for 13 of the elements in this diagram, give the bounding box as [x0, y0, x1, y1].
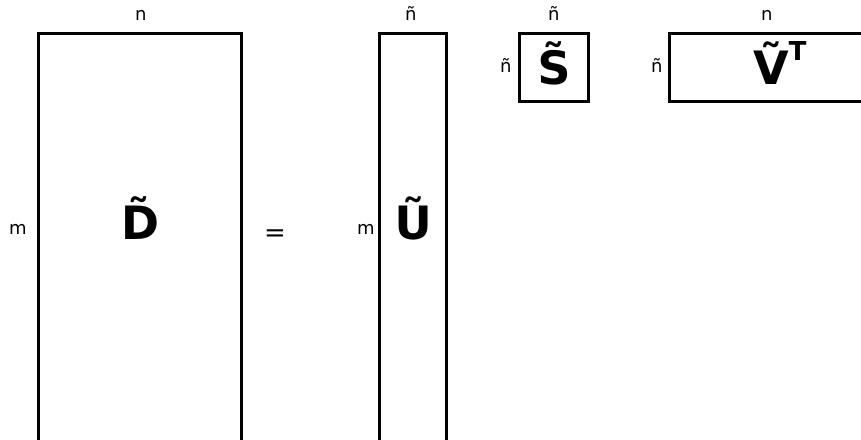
matrix-box — [668, 32, 861, 103]
matrix-box — [37, 32, 243, 440]
dimension-label: m — [357, 220, 375, 238]
matrix-box — [378, 32, 448, 440]
dimension-label: ñ — [405, 6, 416, 24]
matrix-box — [518, 32, 590, 103]
dimension-label: m — [9, 220, 27, 238]
dimension-label: n — [135, 6, 146, 24]
dimension-label: n — [761, 6, 772, 24]
dimension-label: ñ — [500, 58, 512, 76]
dimension-label: ñ — [651, 58, 662, 76]
dimension-label: ñ — [548, 6, 560, 24]
equals-sign: = — [264, 220, 286, 246]
